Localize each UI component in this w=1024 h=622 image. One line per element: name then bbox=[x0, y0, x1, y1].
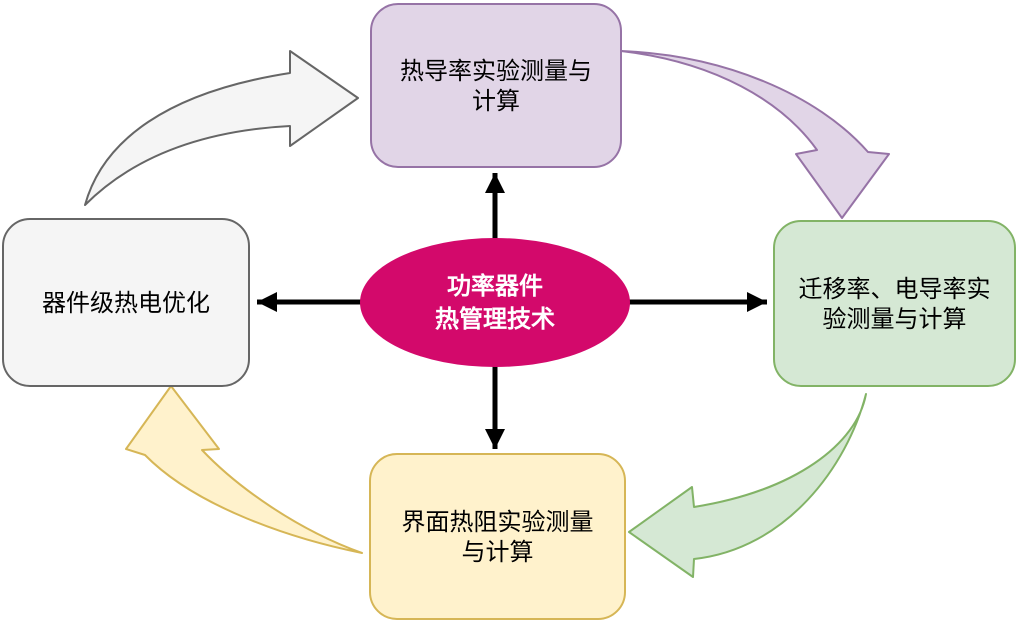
curved-arrow-bottom-to-left bbox=[125, 385, 363, 554]
center-topic-ellipse: 功率器件 热管理技术 bbox=[360, 238, 630, 367]
node-device-level-thermoelectric-optimization: 器件级热电优化 bbox=[2, 218, 250, 387]
node-label-line: 迁移率、电导率实 bbox=[798, 274, 991, 303]
node-mobility-electrical-conductivity: 迁移率、电导率实 验测量与计算 bbox=[773, 220, 1016, 387]
curved-arrow-right-to-bottom bbox=[628, 393, 867, 578]
center-topic-line: 功率器件 bbox=[447, 271, 543, 300]
node-label-line: 界面热阻实验测量 bbox=[401, 507, 594, 536]
node-label-line: 器件级热电优化 bbox=[42, 288, 210, 317]
center-topic-line: 热管理技术 bbox=[435, 304, 555, 333]
curved-arrow-left-to-top bbox=[84, 50, 359, 206]
node-label-line: 热导率实验测量与 bbox=[400, 56, 592, 85]
node-label-line: 计算 bbox=[472, 86, 520, 115]
node-label-line: 与计算 bbox=[461, 537, 534, 566]
node-thermal-conductivity: 热导率实验测量与 计算 bbox=[370, 3, 622, 168]
node-interface-thermal-resistance: 界面热阻实验测量 与计算 bbox=[369, 453, 626, 620]
node-label-line: 验测量与计算 bbox=[822, 304, 967, 333]
curved-arrow-top-to-right bbox=[620, 50, 890, 219]
